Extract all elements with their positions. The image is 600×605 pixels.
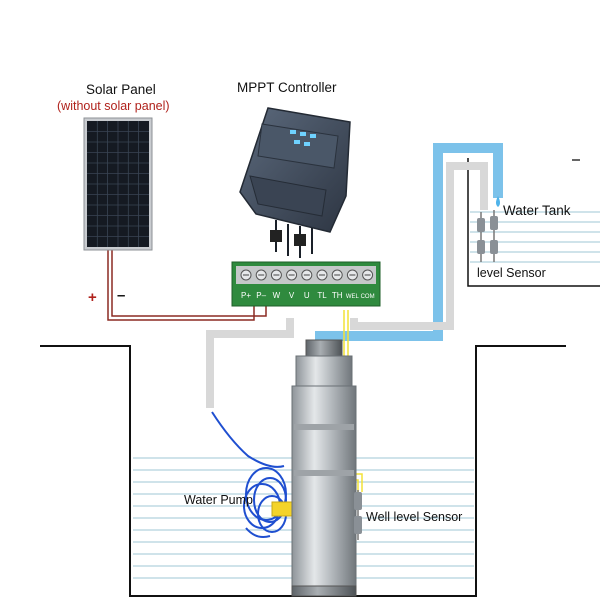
plus-sign: +	[88, 289, 97, 306]
mppt-controller-label: MPPT Controller	[237, 80, 337, 95]
water-drop-icon	[496, 196, 500, 207]
terminal-label: P–	[256, 291, 266, 300]
well-level-sensor-label: Well level Sensor	[366, 510, 463, 524]
tank-level-sensors	[477, 196, 500, 262]
tank-sensor-right	[490, 210, 498, 262]
tank-wall	[467, 158, 600, 287]
well-level-sensor	[354, 490, 362, 540]
terminal-label: W	[273, 291, 281, 300]
tank-level-sensor-label: level Sensor	[477, 266, 546, 280]
terminal-label: V	[289, 291, 295, 300]
water-pump-label: Water Pump	[184, 493, 254, 507]
solar-panel-note: (without solar panel)	[57, 99, 170, 113]
solar-panel	[83, 117, 153, 251]
terminal-label: TH	[332, 291, 343, 300]
solar-panel-label: Solar Panel	[86, 82, 156, 97]
gray-cables	[206, 162, 488, 408]
tank-sensor-left	[477, 212, 485, 262]
tank-sensor-cable-gray	[350, 162, 488, 330]
water-tank-label: Water Tank	[503, 203, 571, 218]
terminal-label: WEL	[346, 294, 360, 300]
pump-cable-gray	[206, 318, 294, 408]
solar-wires	[107, 248, 267, 321]
mppt-controller	[239, 107, 351, 258]
terminal-label: P+	[241, 291, 251, 300]
minus-sign: –	[117, 287, 126, 304]
water-pipe	[315, 143, 503, 352]
terminal-label: COM	[361, 294, 375, 300]
submersible-pump	[291, 339, 357, 597]
terminal-label: TL	[317, 291, 327, 300]
terminal-screws	[240, 269, 374, 281]
tank-water-lines	[470, 211, 600, 263]
terminal-label: U	[304, 291, 310, 300]
